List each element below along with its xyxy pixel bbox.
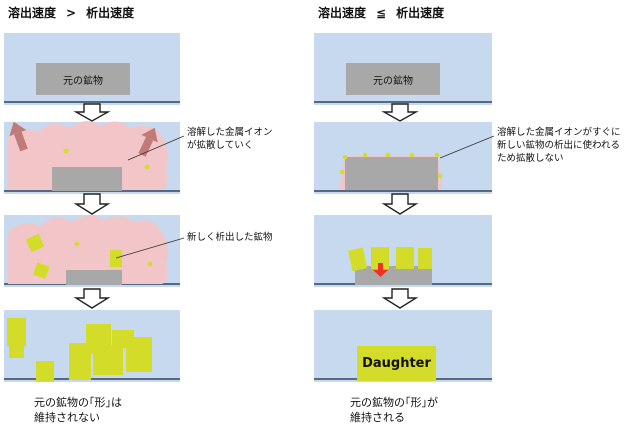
- right-ion-5: [434, 152, 440, 158]
- right-original-mineral: 元の鉱物: [346, 63, 440, 95]
- right-flow-arrow-3: [381, 288, 419, 309]
- left-header-operator: >: [66, 6, 77, 20]
- right-daughter-label: Daughter: [362, 356, 431, 371]
- left-original-mineral: 元の鉱物: [36, 63, 130, 95]
- right-mineral-2: [345, 157, 438, 190]
- right-crystal-3d: [418, 248, 432, 269]
- left-ion-2: [144, 164, 150, 170]
- right-header: 溶出速度 ≦ 析出速度: [318, 4, 444, 21]
- left-crystal-4c: [36, 361, 54, 382]
- right-header-dissolution: 溶出速度: [318, 6, 367, 20]
- right-label-dissolved-ions: 溶解した金属イオンがすぐに 新しい鉱物の析出に使われる ため拡散しない: [497, 127, 621, 164]
- left-crystal-3a: [25, 233, 45, 253]
- left-crystal-4d: [69, 343, 91, 380]
- right-ion-4: [409, 152, 415, 158]
- left-diffusion-arrow-2: [138, 127, 158, 157]
- left-diffusion-arrow-1: [9, 121, 28, 152]
- right-crystal-3b: [371, 247, 389, 269]
- left-crystal-3c: [110, 250, 122, 267]
- right-header-operator: ≦: [376, 6, 387, 20]
- left-flow-arrow-1: [73, 193, 111, 215]
- right-dissolution-arrow: [373, 263, 388, 277]
- left-header: 溶出速度 > 析出速度: [8, 4, 134, 21]
- left-crystal-4f: [93, 345, 123, 375]
- right-ion-6: [339, 169, 345, 175]
- right-ion-1: [342, 154, 348, 160]
- left-crystal-4h: [126, 337, 152, 372]
- left-ion-3: [147, 261, 153, 267]
- left-callout-2: [115, 237, 185, 259]
- left-ion-4: [74, 241, 80, 247]
- left-callout-1: [127, 135, 185, 161]
- left-flow-arrow-2: [73, 288, 111, 309]
- left-plume-2: [8, 120, 168, 190]
- left-header-dissolution: 溶出速度: [8, 6, 57, 20]
- left-header-precipitation: 析出速度: [86, 6, 135, 20]
- left-flow-arrow-3: [73, 103, 111, 122]
- right-daughter-block: [357, 346, 436, 381]
- left-original-mineral-label: 元の鉱物: [63, 75, 103, 87]
- right-callout-1: [439, 135, 495, 159]
- left-ion-1: [63, 148, 69, 154]
- right-caption: 元の鉱物の｢形｣が 維持される: [350, 396, 438, 424]
- right-crystal-3a: [348, 247, 368, 272]
- left-mineral-2: [52, 167, 122, 191]
- right-ion-2: [362, 152, 368, 158]
- left-crystal-3b: [32, 262, 50, 279]
- right-original-mineral-label: 元の鉱物: [373, 75, 413, 87]
- right-ion-7: [437, 173, 443, 179]
- right-flow-arrow-2: [381, 193, 419, 215]
- right-crystal-3c: [396, 247, 414, 269]
- left-label-new-mineral: 新しく析出した鉱物: [187, 232, 273, 243]
- left-crystal-4b: [9, 344, 24, 358]
- left-crystal-4a: [7, 318, 26, 346]
- right-header-precipitation: 析出速度: [396, 6, 445, 20]
- left-caption: 元の鉱物の｢形｣は 維持されない: [34, 396, 122, 424]
- right-flow-arrow-1: [381, 103, 419, 122]
- left-label-dissolved-ions: 溶解した金属イオン が拡散していく: [187, 127, 273, 151]
- right-ion-3: [385, 152, 391, 158]
- left-mineral-3: [66, 270, 122, 285]
